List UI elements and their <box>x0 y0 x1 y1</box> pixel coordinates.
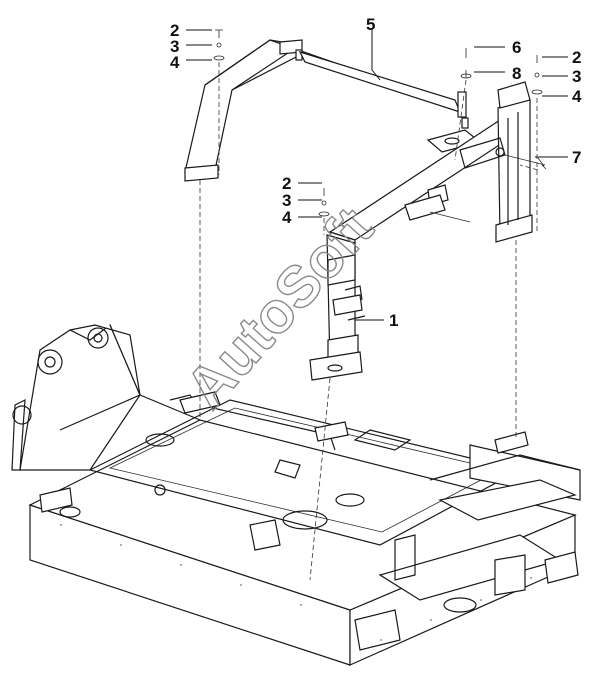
callout-2-right: 2 <box>572 48 581 67</box>
callout-4-mid: 4 <box>282 208 292 227</box>
leader-lines <box>186 29 568 321</box>
callout-7: 7 <box>572 148 581 167</box>
callout-4-left: 4 <box>170 53 180 72</box>
callout-8: 8 <box>512 64 521 83</box>
callout-6: 6 <box>512 38 521 57</box>
callout-2-left: 2 <box>170 21 179 40</box>
guard-rail-assembly <box>184 29 547 581</box>
base-frame <box>11 324 581 666</box>
callout-2-mid: 2 <box>282 174 291 193</box>
callout-4-right: 4 <box>572 87 582 106</box>
callout-labels: 2 3 4 5 6 8 2 3 4 7 2 3 4 1 <box>170 15 582 330</box>
callout-3-mid: 3 <box>282 191 291 210</box>
callout-5: 5 <box>366 15 375 34</box>
callout-3-right: 3 <box>572 67 581 86</box>
callout-3-left: 3 <box>170 37 179 56</box>
callout-1: 1 <box>389 311 398 330</box>
